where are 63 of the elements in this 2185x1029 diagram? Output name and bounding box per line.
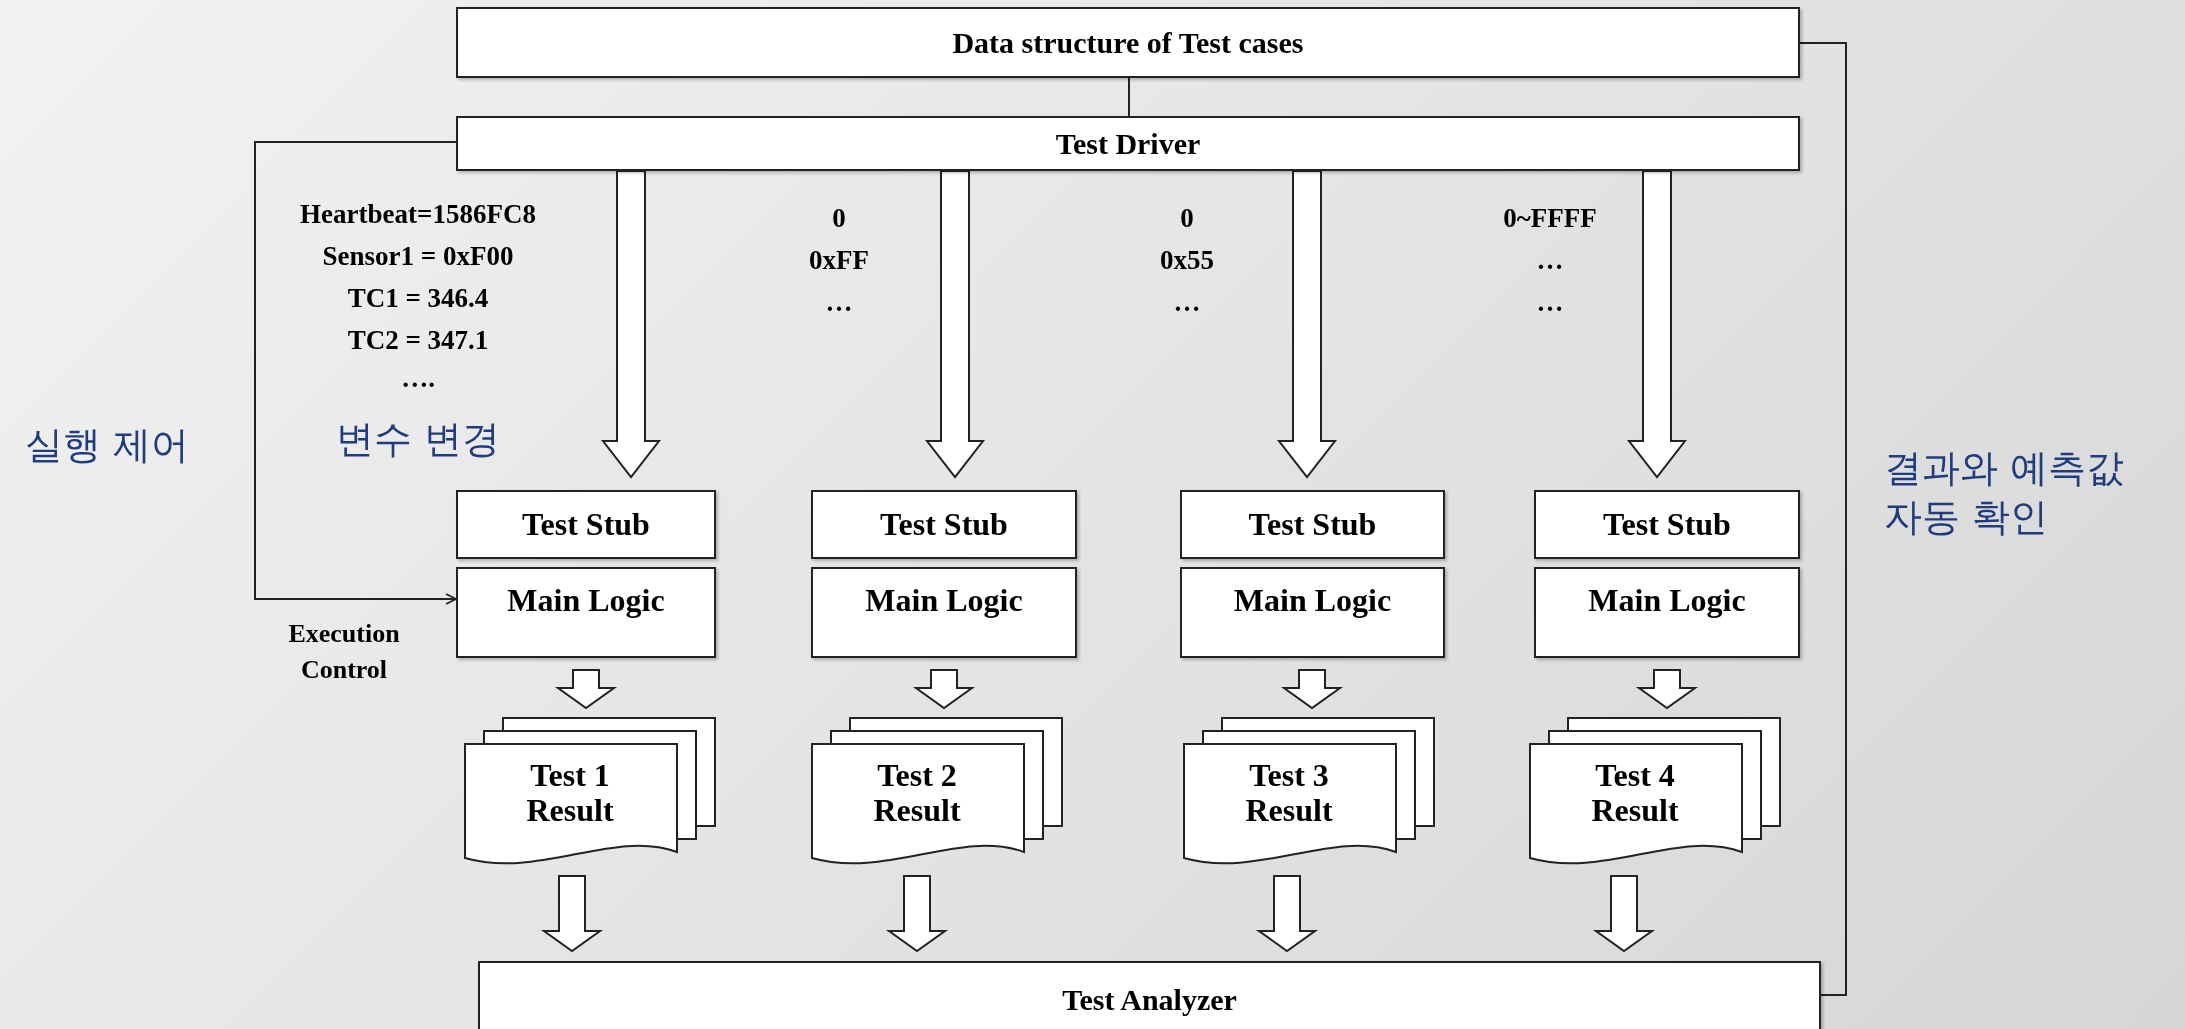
value-text: 0 <box>1180 205 1194 232</box>
arrow <box>254 141 457 605</box>
block-arrow <box>1626 170 1688 479</box>
node-label: Test 3 Result <box>1244 758 1334 829</box>
node-label: Main Logic <box>865 583 1023 619</box>
stub-box <box>1534 490 1800 559</box>
block-arrow <box>924 170 986 479</box>
value-text: TC2 = 347.1 <box>347 327 489 354</box>
document-stack <box>465 718 717 864</box>
value-text: … <box>1173 289 1201 316</box>
document-stack <box>1184 718 1436 864</box>
annotation-text: 변수 변경 <box>335 420 501 458</box>
value-text: … <box>1536 289 1564 316</box>
annotation-text: Execution Control <box>287 618 401 687</box>
data-box <box>456 7 1800 78</box>
stub-box <box>811 490 1077 559</box>
node-label: Test 2 Result <box>872 758 962 829</box>
value-text: …. <box>401 365 435 392</box>
block-arrow <box>912 669 976 710</box>
block-arrow <box>1280 669 1344 710</box>
node-label: Main Logic <box>1588 583 1746 619</box>
block-arrow <box>600 170 662 479</box>
block-arrow <box>554 669 618 710</box>
analyzer-box <box>478 961 1821 1029</box>
connector-line <box>1128 77 1130 117</box>
value-text: 0x55 <box>1160 247 1214 274</box>
logic-box <box>1534 567 1800 658</box>
connector-line <box>1799 42 1847 996</box>
value-text: TC1 = 346.4 <box>347 285 489 312</box>
value-text: Heartbeat=1586FC8 <box>300 201 536 228</box>
driver-box <box>456 116 1800 171</box>
node-label: Test Stub <box>1248 506 1377 543</box>
block-arrow <box>1255 875 1319 953</box>
value-text: 0~FFFF <box>1503 205 1597 232</box>
value-text: … <box>825 289 853 316</box>
block-arrow <box>1635 669 1699 710</box>
block-arrow <box>1592 875 1656 953</box>
annotation-text: 실행 제어 <box>24 426 190 464</box>
value-text: Sensor1 = 0xF00 <box>322 243 514 270</box>
node-label: Test Stub <box>880 506 1008 543</box>
block-arrow <box>885 875 949 953</box>
node-label: Main Logic <box>1233 583 1392 619</box>
document-stack <box>812 718 1064 864</box>
logic-box <box>1180 567 1445 658</box>
document-stack <box>1530 718 1782 864</box>
annotation-text: 결과와 예측값 자동 확인 <box>1884 445 2126 542</box>
logic-box <box>456 567 716 658</box>
value-text: 0xFF <box>809 247 869 274</box>
node-label: Test Driver <box>1055 127 1201 160</box>
logic-box <box>811 567 1077 658</box>
block-arrow <box>1276 170 1338 479</box>
node-label: Test 4 Result <box>1590 758 1680 829</box>
value-text: 0 <box>832 205 846 232</box>
node-label: Test Analyzer <box>1062 983 1237 1016</box>
block-arrow <box>540 875 604 953</box>
stub-box <box>456 490 716 559</box>
node-label: Test 1 Result <box>525 758 615 829</box>
node-label: Main Logic <box>507 583 665 619</box>
value-text: … <box>1536 247 1564 274</box>
node-label: Data structure of Test cases <box>952 26 1304 59</box>
stub-box <box>1180 490 1445 559</box>
node-label: Test Stub <box>1603 506 1731 543</box>
node-label: Test Stub <box>522 506 650 543</box>
